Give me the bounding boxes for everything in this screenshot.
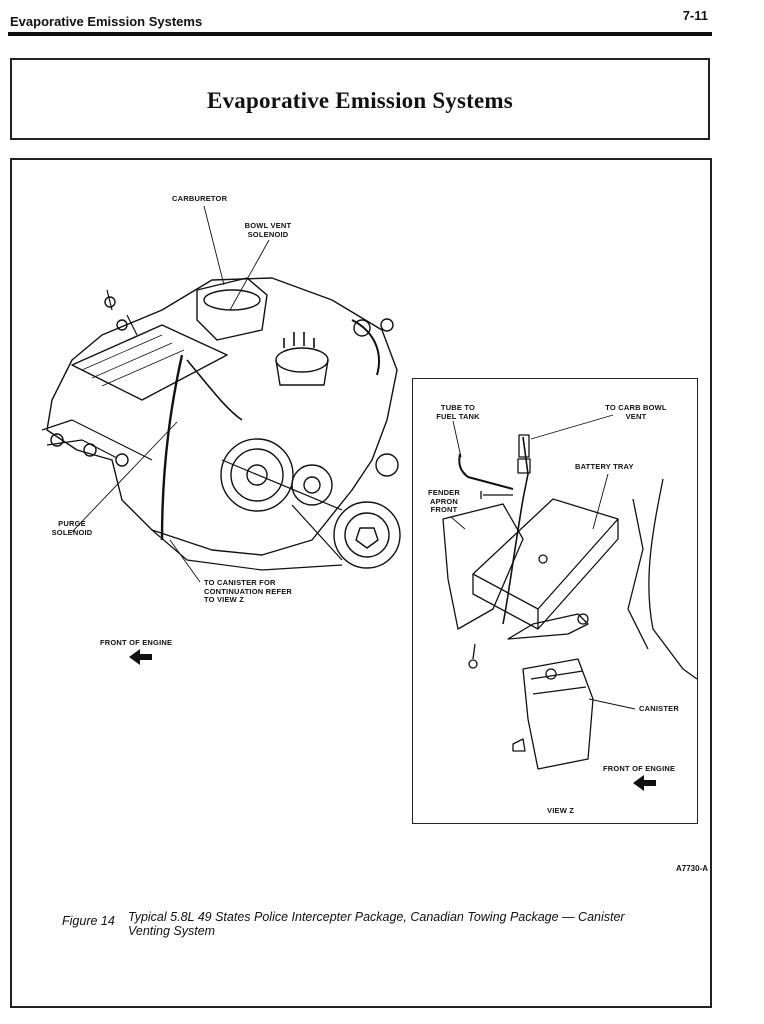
label-front-of-engine-view-z: FRONT OF ENGINE: [603, 764, 676, 773]
label-to-carb-bowl-vent: TO CARB BOWL VENT: [605, 403, 667, 421]
view-z-inset: TUBE TO FUEL TANK TO CARB BOWL VENT BATT…: [412, 378, 698, 824]
label-canister: CANISTER: [639, 704, 679, 713]
label-tube-to-fuel-tank: TUBE TO FUEL TANK: [436, 403, 480, 421]
label-view-z: VIEW Z: [547, 806, 575, 815]
label-fender-apron-front: FENDER APRON FRONT: [427, 488, 461, 514]
page-number: 7-11: [682, 8, 708, 23]
front-arrow-icon: [633, 775, 656, 791]
title-box: Evaporative Emission Systems: [10, 58, 710, 140]
front-arrow-icon: [129, 649, 152, 665]
label-front-of-engine: FRONT OF ENGINE: [100, 638, 173, 647]
caption-text: Typical 5.8L 49 States Police Intercepte…: [128, 910, 625, 938]
figure-frame: CARBURETOR BOWL VENT SOLENOID PURGE SOLE…: [10, 158, 712, 1008]
label-to-canister: TO CANISTER FOR CONTINUATION REFER TO VI…: [204, 578, 293, 604]
canister-illustration: [442, 414, 697, 791]
figure-code: A7730-A: [676, 864, 709, 873]
header-rule: [8, 32, 712, 36]
caption-number: Figure 14: [62, 914, 115, 928]
engine-illustration: [41, 205, 401, 665]
label-battery-tray: BATTERY TRAY: [575, 462, 634, 471]
section-title: Evaporative Emission Systems: [207, 88, 513, 113]
label-carburetor: CARBURETOR: [172, 194, 228, 203]
running-head-title: Evaporative Emission Systems: [10, 14, 203, 29]
label-bowl-vent-solenoid: BOWL VENT SOLENOID: [244, 221, 292, 239]
label-purge-solenoid: PURGE SOLENOID: [51, 519, 93, 537]
